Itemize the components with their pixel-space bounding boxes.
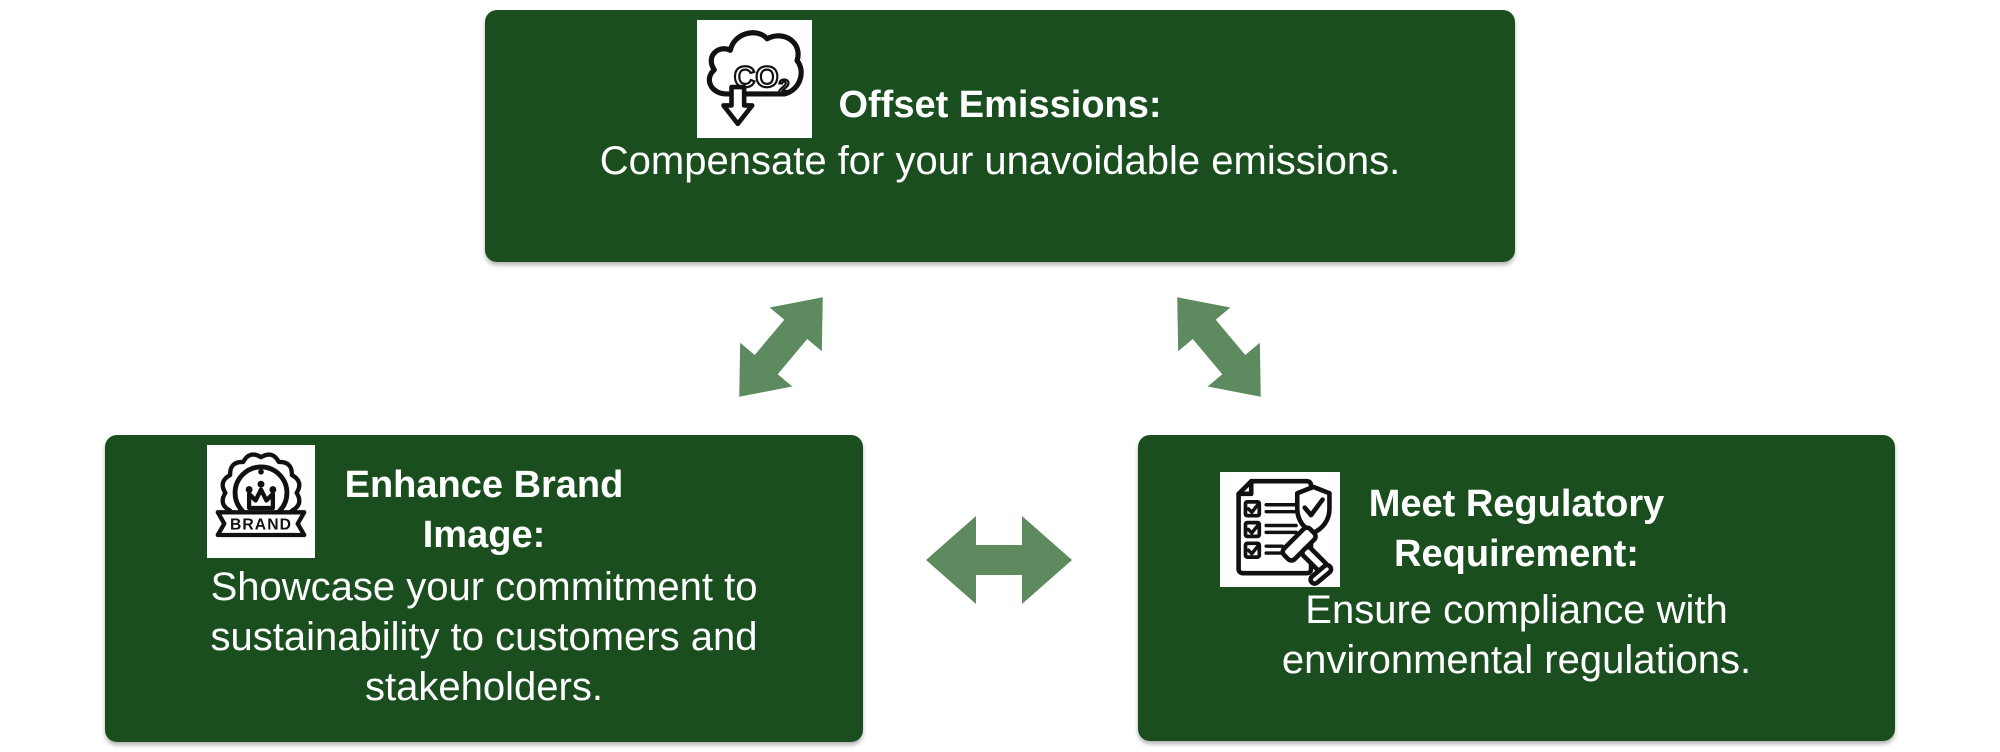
checkmark (1246, 501, 1261, 514)
crown-ball (269, 486, 277, 494)
gavel (1280, 525, 1330, 574)
text-lines (1264, 544, 1285, 555)
checkmark (1246, 522, 1261, 535)
brand-label: BRAND (230, 517, 292, 534)
card-meet-regulatory-requirement: Meet Regulatory Requirement: Ensure comp… (1138, 435, 1895, 741)
brand-badge-crown-icon: BRAND (215, 452, 307, 538)
card-body: Ensure compliance with environmental reg… (1281, 588, 1752, 682)
card-title: Offset Emissions: (838, 84, 1162, 126)
crown-ball (257, 480, 265, 488)
gavel-base (1308, 562, 1334, 586)
card-body: Showcase your commitment to sustainabili… (210, 565, 758, 709)
brand-badge-crown-icon: BRAND (207, 445, 315, 558)
text-lines (1264, 523, 1298, 535)
co2-label: CO2 (734, 61, 790, 98)
double-headed-diagonal-arrow (739, 297, 823, 397)
co2-cloud-down-arrow-icon: CO2 (697, 20, 812, 138)
card-offset-emissions: CO2 Offset Emissions: Compensate for you… (485, 10, 1515, 262)
text-lines (1264, 503, 1298, 514)
compliance-checklist-shield-gavel-icon (1220, 472, 1340, 587)
double-headed-diagonal-arrow (1177, 297, 1261, 397)
double-arrow-top-right (1149, 273, 1289, 420)
compliance-checklist-shield-gavel-icon (1236, 478, 1334, 586)
double-arrow-shape (739, 297, 823, 397)
double-arrow-bottom-middle (926, 513, 1072, 607)
ribbon-banner (215, 510, 307, 538)
shield-checkmark (1302, 497, 1325, 518)
crown (246, 487, 276, 511)
card-title: Enhance Brand Image: (344, 464, 624, 556)
co2-cloud-down-arrow-icon: CO2 (706, 30, 804, 127)
document-fold (1236, 478, 1254, 497)
seal-dot (258, 468, 264, 475)
cloud-outline (706, 30, 804, 97)
card-body: Compensate for your unavoidable emission… (599, 139, 1401, 183)
down-arrow (721, 84, 755, 127)
card-title: Meet Regulatory Requirement: (1368, 483, 1665, 575)
crown-ball (245, 486, 253, 494)
double-arrow-shape (926, 516, 1072, 604)
checkmark (1246, 543, 1261, 556)
double-arrow-shape (1177, 297, 1261, 397)
card-enhance-brand-image: BRAND Enhance Brand Image: Showcase your… (105, 435, 863, 742)
double-arrow-top-left (711, 273, 851, 420)
double-headed-horizontal-arrow (926, 516, 1072, 604)
